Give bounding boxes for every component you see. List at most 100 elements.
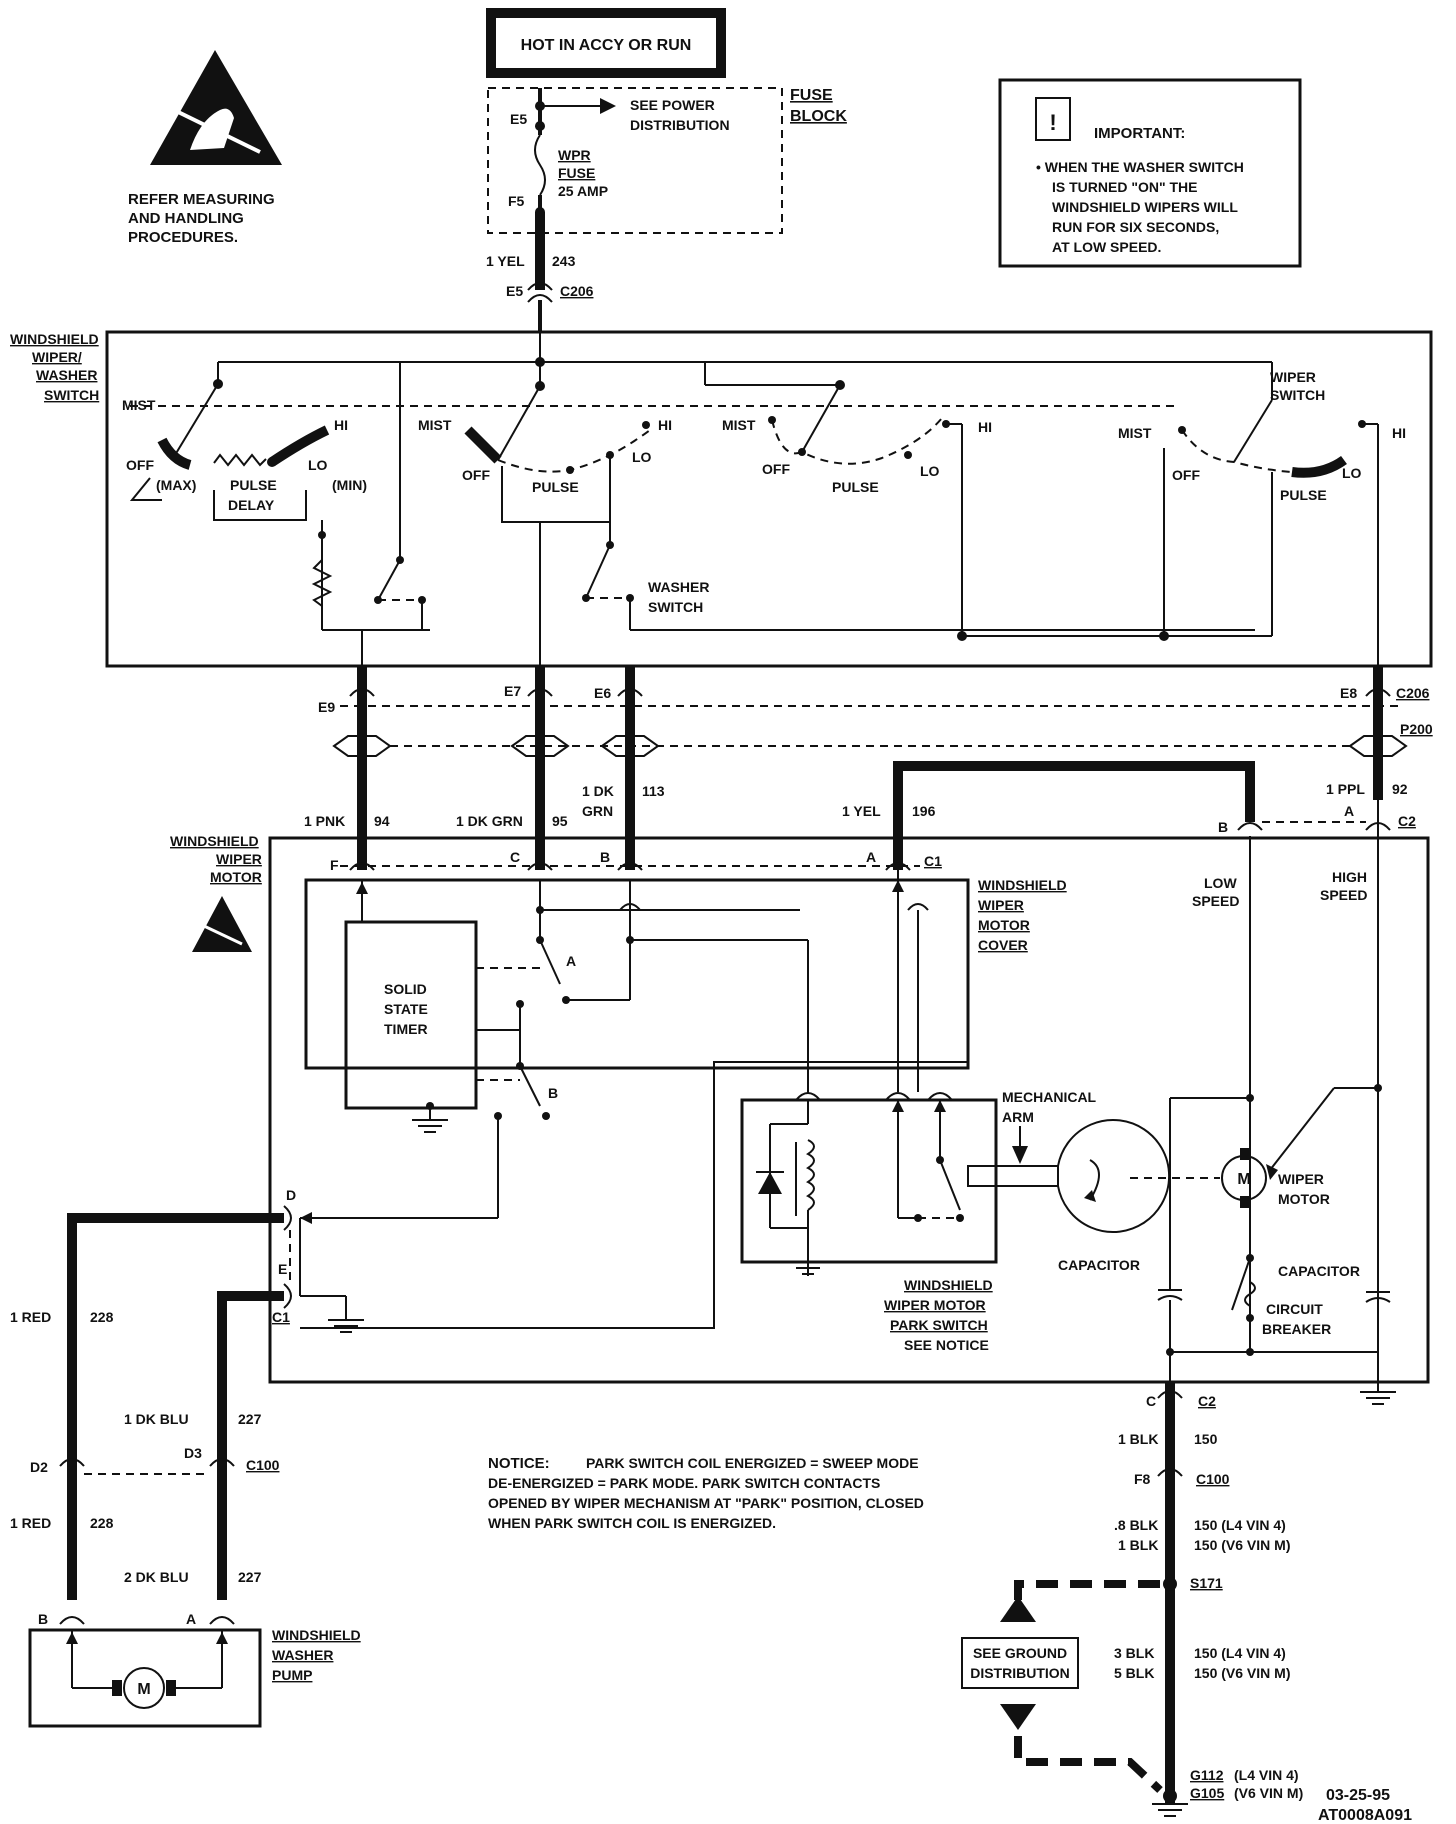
mech-2: ARM <box>1002 1109 1034 1125</box>
lo-2: LO <box>632 449 652 465</box>
hi-2: HI <box>658 417 672 433</box>
off-2: OFF <box>462 467 490 483</box>
ground-pin-c: C <box>1146 1393 1156 1409</box>
circuit-113: 113 <box>642 783 665 799</box>
circuit-196: 196 <box>912 803 936 819</box>
low-speed-1: LOW <box>1204 875 1237 891</box>
wpr-fuse-symbol <box>534 134 546 196</box>
see-power-line1: SEE POWER <box>630 97 715 113</box>
pin-b: B <box>600 849 610 865</box>
mechanical-arm <box>967 1165 1059 1187</box>
pin-c: C <box>510 849 520 865</box>
pin-b2: B <box>1218 819 1228 835</box>
important-line1: • WHEN THE WASHER SWITCH <box>1036 159 1244 175</box>
switch-block-box <box>105 330 1433 668</box>
exclamation-icon <box>1035 97 1071 141</box>
hi-4: HI <box>1392 425 1406 441</box>
washer-wire-red2: 1 RED <box>10 1515 51 1531</box>
important-line3: WINDSHIELD WIPERS WILL <box>1052 199 1238 215</box>
feed-connector: C206 <box>560 283 594 299</box>
park-label-1: WINDSHIELD <box>904 1277 993 1293</box>
pump-label-2: WASHER <box>272 1647 333 1663</box>
washer-circuit-228b: 228 <box>90 1515 114 1531</box>
mist-3: MIST <box>722 417 756 433</box>
washer-wire-blu1: 1 DK BLU <box>124 1411 189 1427</box>
pin-a2: A <box>1344 803 1354 819</box>
lo-1: LO <box>308 457 328 473</box>
feed-circuit: 243 <box>552 253 576 269</box>
ground-splice: S171 <box>1190 1575 1223 1591</box>
mist-2: MIST <box>418 417 452 433</box>
mech-1: MECHANICAL <box>1002 1089 1097 1105</box>
wire-dkgrn: 1 DK GRN <box>456 813 523 829</box>
park-coil-symbol <box>806 1139 815 1211</box>
delay-1: DELAY <box>228 497 275 513</box>
notice-line2: DE-ENERGIZED = PARK MODE. PARK SWITCH CO… <box>488 1475 880 1491</box>
conn-c1: C1 <box>924 853 942 869</box>
washer-motor-symbol <box>123 1667 165 1709</box>
circuit-92: 92 <box>1392 781 1408 797</box>
off-3: OFF <box>762 461 790 477</box>
pin-f: F <box>330 857 339 873</box>
cover-label-3: MOTOR <box>978 917 1030 933</box>
ground-c100: C100 <box>1196 1471 1230 1487</box>
breaker-1: CIRCUIT <box>1266 1301 1323 1317</box>
pulse-1: PULSE <box>230 477 277 493</box>
relay-a: A <box>566 953 576 969</box>
up-arrow-icon <box>1000 1596 1036 1622</box>
conn-e9: E9 <box>318 699 335 715</box>
cover-label-4: COVER <box>978 937 1028 953</box>
esd-note-line2: AND HANDLING <box>128 210 244 227</box>
timer-3: TIMER <box>384 1021 428 1037</box>
pin-a: A <box>866 849 876 865</box>
ground-wire-1: 1 BLK <box>1118 1431 1158 1447</box>
off-1: OFF <box>126 457 154 473</box>
esd-small-icon <box>192 896 252 952</box>
wiper-motor-label-2: MOTOR <box>1278 1191 1330 1207</box>
park-switch-box <box>740 1098 998 1264</box>
washer-wire-blu2: 2 DK BLU <box>124 1569 189 1585</box>
fuse-block-box <box>487 87 783 234</box>
motor-block-box <box>268 836 1430 1384</box>
hot-label: HOT IN ACCY OR RUN <box>521 37 692 54</box>
ground-wire-2a: .8 BLK <box>1114 1517 1158 1533</box>
esd-note-line3: PROCEDURES. <box>128 229 238 246</box>
wiper-switch-2: SWITCH <box>1270 387 1325 403</box>
washer-motor-m: M <box>137 1681 150 1698</box>
mist-4: MIST <box>1118 425 1152 441</box>
wire-pnk: 1 PNK <box>304 813 345 829</box>
pulse-2: PULSE <box>532 479 579 495</box>
esd-triangle-icon <box>150 50 282 165</box>
important-line5: AT LOW SPEED. <box>1052 239 1161 255</box>
cover-label-1: WINDSHIELD <box>978 877 1067 893</box>
breaker-2: BREAKER <box>1262 1321 1331 1337</box>
notice-line1: PARK SWITCH COIL ENERGIZED = SWEEP MODE <box>586 1455 919 1471</box>
conn-e7: E7 <box>504 683 521 699</box>
switch-label-2: WIPER/ <box>32 349 82 365</box>
park-label-4: SEE NOTICE <box>904 1337 989 1353</box>
wire-ppl: 1 PPL <box>1326 781 1365 797</box>
motor-label-2: WIPER <box>216 851 262 867</box>
pump-pin-a: A <box>186 1611 196 1627</box>
ground-conn-c2: C2 <box>1198 1393 1216 1409</box>
ground-g105-note: (V6 VIN M) <box>1234 1785 1303 1801</box>
washer-circuit-228a: 228 <box>90 1309 114 1325</box>
down-arrow-icon <box>1000 1704 1036 1730</box>
circuit-95: 95 <box>552 813 568 829</box>
conn-c100: C100 <box>246 1457 280 1473</box>
wiper-motor-label-1: WIPER <box>1278 1171 1324 1187</box>
park-label-3: PARK SWITCH <box>890 1317 988 1333</box>
notice: NOTICE: PARK SWITCH COIL ENERGIZED = SWE… <box>488 1455 924 1531</box>
important-line2: IS TURNED "ON" THE <box>1052 179 1198 195</box>
hi-3: HI <box>978 419 992 435</box>
ground-wire-3a: 3 BLK <box>1114 1645 1154 1661</box>
conn-d2: D2 <box>30 1459 48 1475</box>
notice-title: NOTICE: <box>488 1455 550 1472</box>
washer-circuit-227a: 227 <box>238 1411 262 1427</box>
important-line4: RUN FOR SIX SECONDS, <box>1052 219 1219 235</box>
wpr-fuse-line1: WPR <box>558 147 591 163</box>
ground-circuit-3a: 150 (L4 VIN 4) <box>1194 1645 1286 1661</box>
timer-1: SOLID <box>384 981 427 997</box>
solid-state-timer <box>344 920 478 1110</box>
term-e5: E5 <box>510 111 527 127</box>
